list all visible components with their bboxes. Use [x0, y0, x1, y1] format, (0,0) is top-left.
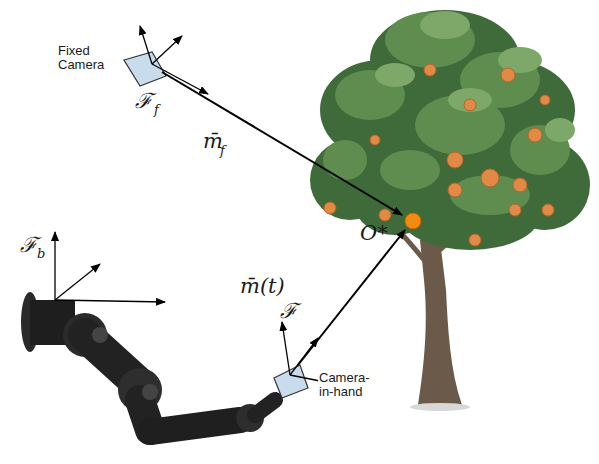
frame-symbol: ℱ — [135, 90, 152, 113]
measurement-ray — [162, 72, 405, 365]
robot-arm — [21, 292, 275, 432]
hand-camera — [274, 365, 308, 398]
frame-subscript: f — [154, 103, 159, 117]
vector-symbol: m̄(t) — [240, 275, 285, 298]
tree — [310, 10, 590, 411]
vector-subscript: f — [220, 144, 225, 158]
frame-axes — [55, 26, 345, 386]
vector-symbol: m̄ — [203, 130, 223, 153]
frame-subscript: b — [37, 247, 45, 261]
frame-symbol: ℱ — [280, 300, 297, 323]
target-fruit — [405, 213, 421, 229]
target-label: O* — [360, 222, 388, 245]
camera-label: Fixed Camera — [57, 44, 111, 73]
frame-symbol: ℱ — [20, 234, 37, 257]
camera-label: Camera-in-hand — [318, 371, 372, 400]
